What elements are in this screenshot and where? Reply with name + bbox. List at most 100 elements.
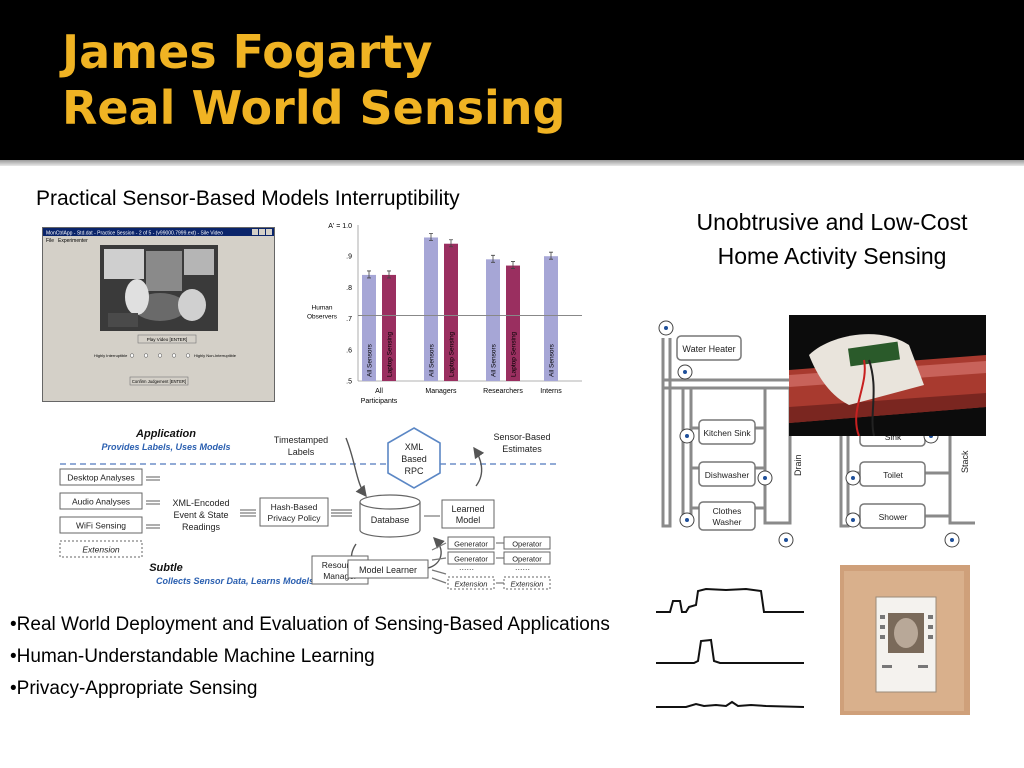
play-video-button[interactable]: Play Video [ENTER]	[147, 337, 187, 342]
error-bar	[511, 261, 515, 269]
error-bar	[367, 270, 371, 279]
error-bar	[429, 233, 433, 241]
confirm-judgement-button[interactable]: Confirm Judgement [ENTER]	[132, 379, 186, 384]
x-category-label: Managers	[425, 388, 457, 395]
architecture-diagram: Application Provides Labels, Uses Models…	[59, 427, 556, 590]
header-divider	[0, 160, 1024, 166]
timestamped-labels-line-1: Timestamped	[274, 435, 328, 445]
extension-right: Extension	[511, 580, 544, 589]
xml-encoded-line-1: XML-Encoded	[172, 498, 229, 508]
bullet-item-1: •Real World Deployment and Evaluation of…	[10, 614, 610, 635]
bullet-item-3: •Privacy-Appropriate Sensing	[10, 678, 258, 699]
sensor-waveforms	[656, 587, 804, 708]
y-tick-label: .6	[346, 347, 352, 354]
sensor-based-line-2: Estimates	[502, 444, 542, 454]
reference-label-line-2: Observers	[307, 313, 338, 320]
xml-rpc-hexagon	[387, 427, 441, 489]
bar	[486, 259, 500, 381]
model-learner-label: Model Learner	[359, 565, 417, 575]
x-category-label: Researchers	[483, 388, 523, 395]
error-bar	[549, 251, 553, 260]
operator-1: Operator	[512, 540, 542, 549]
analysis-audio: Audio Analyses	[72, 497, 130, 507]
generator-2: Generator	[454, 555, 488, 564]
drain-label: Drain	[793, 454, 803, 476]
bar	[424, 237, 438, 381]
tablet-display-photo	[840, 565, 970, 715]
clothes-washer-line-1: Clothes	[713, 506, 742, 516]
menu-file[interactable]: File	[46, 238, 54, 244]
y-tick-label: .7	[346, 316, 352, 323]
bar	[362, 274, 376, 381]
title-line-1: James Fogarty	[62, 25, 433, 79]
video-frame	[100, 245, 218, 331]
clothes-washer-line-2: Washer	[713, 517, 742, 527]
water-heater-label: Water Heater	[682, 344, 735, 354]
y-tick-label: .5	[346, 379, 352, 386]
bar-series-label: Laptop Sensing	[386, 331, 393, 377]
analysis-extension: Extension	[82, 545, 120, 555]
subtle-subtitle: Collects Sensor Data, Learns Models	[156, 576, 314, 586]
right-caption: Unobtrusive and Low-Cost Home Activity S…	[650, 205, 1014, 273]
shower-label: Shower	[879, 512, 908, 522]
operator-2: Operator	[512, 555, 542, 564]
xml-rpc-line-3: RPC	[404, 466, 424, 476]
chart-y-title: A' = 1.0	[328, 223, 352, 230]
hash-privacy-line-2: Privacy Policy	[268, 513, 322, 523]
pipe-sensor-photo	[789, 315, 986, 436]
xml-encoded-line-2: Event & State	[173, 510, 228, 520]
reference-label-line-1: Human	[312, 304, 333, 311]
resource-manager-line-1: Resource	[322, 560, 359, 570]
bar-series-label: All Sensors	[548, 343, 555, 377]
xml-encoded-line-3: Readings	[182, 522, 221, 532]
analysis-wifi: WiFi Sensing	[76, 521, 126, 531]
x-category-label: Interns	[540, 388, 562, 395]
xml-rpc-line-2: Based	[401, 454, 427, 464]
right-caption-line-1: Unobtrusive and Low-Cost	[696, 209, 968, 235]
bar-series-label: Laptop Sensing	[510, 331, 517, 377]
svg-text:......: ......	[459, 562, 474, 572]
stack-label: Stack	[960, 450, 970, 473]
bar-series-label: All Sensors	[366, 343, 373, 377]
scale-right-label: Highly Non-Interruptible	[194, 353, 237, 358]
hash-privacy-line-1: Hash-Based	[271, 502, 318, 512]
application-title: Application	[135, 428, 196, 440]
slide-header: James Fogarty Real World Sensing	[0, 0, 1024, 160]
x-category-label: Participants	[361, 398, 398, 405]
error-bar	[387, 270, 391, 279]
error-bar	[449, 239, 453, 248]
application-subtitle: Provides Labels, Uses Models	[101, 442, 230, 452]
scale-left-label: Highly Interruptible	[94, 353, 128, 358]
right-caption-line-2: Home Activity Sensing	[717, 243, 947, 269]
interruptibility-bar-chart: A' = 1.0 .9 .8 .7 .6 .5 All Sensors Laptop Se…	[307, 223, 582, 405]
svg-text:......: ......	[515, 562, 530, 572]
kitchen-sink-label: Kitchen Sink	[703, 428, 751, 438]
menu-experimenter[interactable]: Experimenter	[58, 238, 88, 244]
bar-series-label: Laptop Sensing	[448, 331, 455, 377]
x-category-label: All	[375, 388, 383, 395]
learned-model-line-1: Learned	[451, 504, 484, 514]
learned-model-line-2: Model	[456, 515, 481, 525]
y-tick-label: .9	[346, 254, 352, 261]
interruptibility-app-window: MonCtrlApp - Std.dat - Practice Session …	[42, 227, 275, 402]
analysis-desktop: Desktop Analyses	[67, 473, 135, 483]
left-caption: Practical Sensor-Based Models Interrupti…	[36, 187, 460, 210]
y-tick-label: .8	[346, 285, 352, 292]
database-label: Database	[371, 515, 410, 525]
bar	[506, 265, 520, 381]
bar-series-label: All Sensors	[490, 343, 497, 377]
sink-label: Sink	[885, 432, 902, 442]
subtle-title: Subtle	[149, 562, 183, 574]
bullet-item-2: •Human-Understandable Machine Learning	[10, 646, 375, 667]
timestamped-labels-line-2: Labels	[288, 447, 315, 457]
bar	[544, 256, 558, 381]
bullet-list: •Real World Deployment and Evaluation of…	[10, 612, 610, 708]
extension-left: Extension	[455, 580, 488, 589]
slide-title: James Fogarty Real World Sensing	[62, 24, 565, 136]
generator-1: Generator	[454, 540, 488, 549]
xml-rpc-line-1: XML	[405, 442, 424, 452]
bar	[444, 243, 458, 381]
resource-manager-line-2: Manager	[323, 571, 357, 581]
bar-series-label: All Sensors	[428, 343, 435, 377]
bar	[382, 274, 396, 381]
